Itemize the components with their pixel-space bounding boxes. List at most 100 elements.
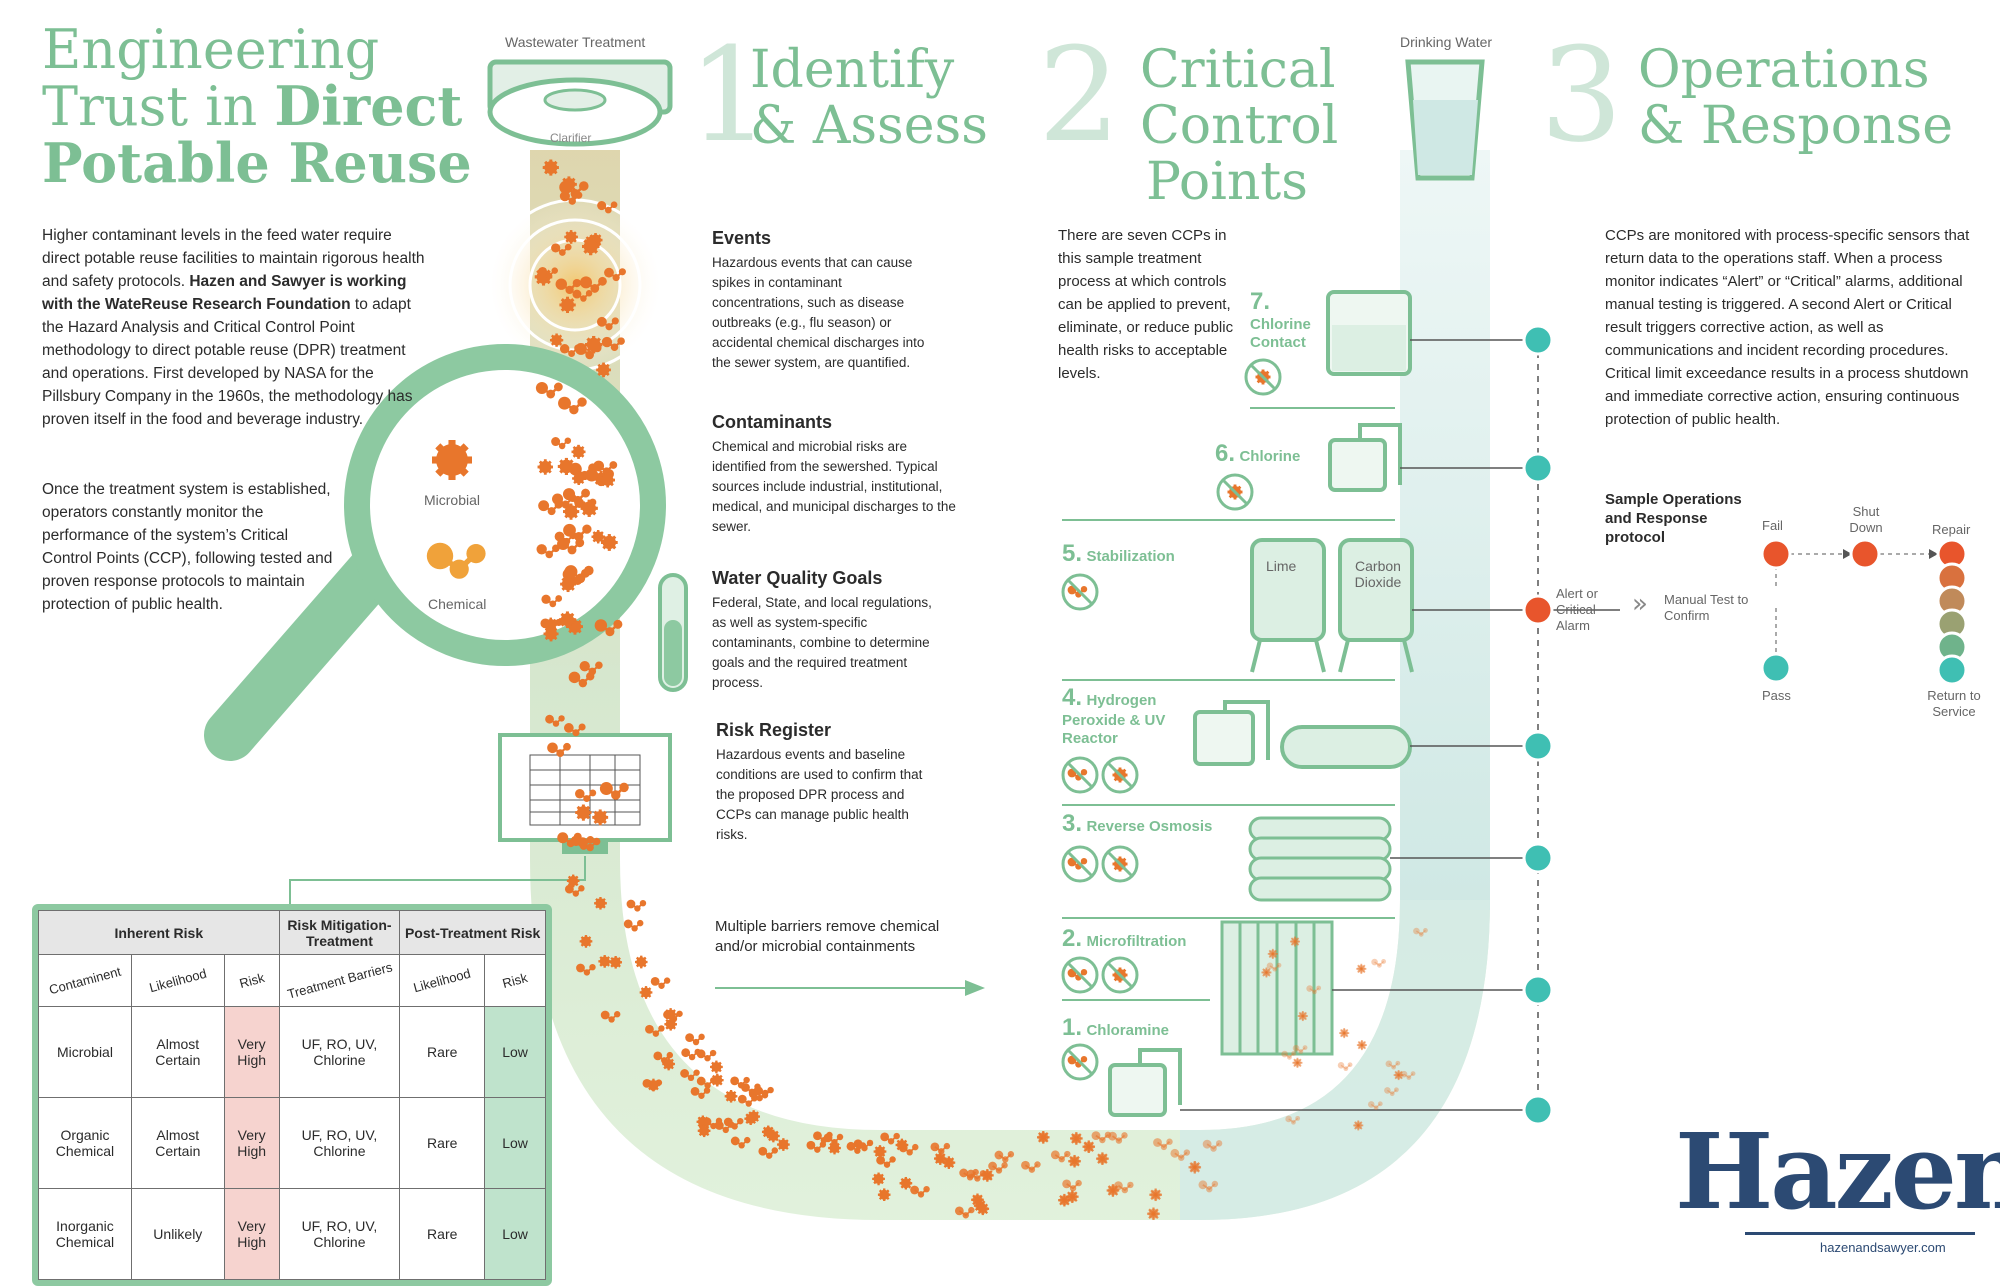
chemical-molecule-icon (536, 544, 560, 559)
microbial-gear-icon (600, 472, 615, 488)
title-line-1: Engineering (42, 18, 380, 81)
chemical-molecule-icon (1266, 962, 1282, 972)
ccp-1-number: 1. (1062, 1014, 1083, 1041)
cell-post-likelihood: Rare (399, 1188, 486, 1280)
chemical-molecule-icon (1371, 958, 1386, 968)
contaminant-particles (534, 159, 1428, 1221)
microbial-gear-icon (600, 534, 618, 551)
alert-label: Alert or Critical Alarm (1556, 586, 1598, 633)
chemical-molecule-icon (552, 493, 577, 509)
chemical-molecule-icon (577, 837, 601, 852)
wastewater-label: Wastewater Treatment (505, 34, 646, 50)
section-1-number: 1 (688, 19, 771, 171)
intro-paragraph-2: Once the treatment system is established… (42, 481, 333, 613)
return-to-service-label: Return to Service (1927, 688, 1981, 719)
microbial-gear-icon (594, 897, 607, 910)
test-tube-icon (658, 573, 688, 692)
stabilization-tanks-icon (1250, 538, 1414, 673)
ccp-3-number: 3. (1062, 810, 1083, 837)
ccp7-sensor-dot (1522, 324, 1554, 356)
chemical-molecule-icon (1385, 1060, 1401, 1070)
chemical-molecule-icon (966, 1169, 987, 1182)
chemical-molecule-icon (1384, 1087, 1399, 1097)
chemical-molecule-icon (846, 1141, 867, 1154)
section-2-line-3: Points (1146, 152, 1308, 212)
lime-tank-label: Lime (1266, 558, 1297, 574)
microbial-gear-icon (761, 1125, 775, 1139)
col-likelihood: Likelihood (147, 965, 209, 996)
microbial-gear-icon (1393, 1070, 1404, 1081)
chemical-molecule-icon (538, 266, 558, 280)
microbial-gear-icon (1289, 936, 1300, 947)
risk-register-table: Inherent Risk Risk Mitigation-Treatment … (38, 910, 546, 1280)
ccp-2-number: 2. (1062, 925, 1083, 952)
ccp-4-name: Hydrogen Peroxide & UV Reactor (1062, 692, 1166, 747)
shut-down-label: Shut Down (1849, 504, 1883, 535)
microbial-gear-icon (664, 1018, 677, 1031)
chemical-molecule-icon (1062, 1179, 1082, 1192)
chemical-molecule-icon (754, 1086, 774, 1099)
microbial-gear-icon (873, 1145, 887, 1158)
chemical-molecule-icon (1050, 1150, 1071, 1163)
ccp4-sensor-dot (1522, 730, 1554, 762)
microbial-gear-icon (1082, 1140, 1096, 1153)
microbial-gear-icon (934, 1152, 947, 1165)
microbial-gear-icon (1037, 1131, 1050, 1144)
chemical-molecule-icon (696, 1076, 717, 1089)
microbial-gear-icon (566, 874, 580, 888)
microbial-gear-icon (571, 444, 586, 459)
microbial-gear-icon (1353, 1120, 1364, 1131)
microbial-gear-icon (596, 362, 611, 378)
hazen-logo: Hazen (1675, 1110, 2000, 1233)
website-link[interactable]: hazenandsawyer.com (1820, 1240, 1946, 1255)
ccp-1: 1. Chloramine (1062, 1014, 1169, 1042)
chlorine-contact-tank-icon (1326, 290, 1412, 376)
chemical-molecule-icon (551, 437, 572, 450)
events-block: Events Hazardous events that can cause s… (712, 228, 937, 373)
section-3-line-1: Operations (1638, 40, 1930, 100)
clarifier-label: Clarifier (550, 131, 592, 145)
events-heading: Events (712, 228, 772, 248)
fail-label: Fail (1762, 518, 1783, 533)
risk-register-heading: Risk Register (716, 720, 832, 740)
col-post-risk: Risk (500, 969, 530, 992)
microbial-gear-icon (1292, 1057, 1303, 1068)
ccp5-sensor-dot (1522, 594, 1554, 626)
chemical-molecule-icon (910, 1185, 930, 1198)
title-line-2-bold: Direct (274, 74, 463, 138)
microbial-gear-icon (1147, 1207, 1160, 1221)
cell-post-likelihood: Rare (399, 1097, 486, 1189)
microbial-gear-icon (557, 457, 575, 475)
chemical-molecule-icon (806, 1140, 827, 1153)
microbial-gear-icon (609, 956, 622, 969)
ccp6-sensor-dot (1522, 452, 1554, 484)
microbial-gear-icon (543, 626, 559, 642)
col-treatment-barriers: Treatment Barriers (285, 959, 394, 1002)
ccp-1-name: Chloramine (1086, 1022, 1169, 1039)
chemical-molecule-icon (1202, 1139, 1223, 1152)
microbial-gear-icon (1261, 967, 1272, 978)
ccp-2-name: Microfiltration (1086, 933, 1187, 950)
barriers-text: Multiple barriers remove chemical and/or… (715, 918, 940, 955)
sample-protocol-heading: Sample Operations and Response protocol (1605, 491, 1742, 546)
microbial-gear-icon (537, 459, 553, 475)
microbial-gear-icon (899, 1176, 913, 1190)
chemical-molecule-icon (876, 1155, 896, 1168)
chemical-molecule-icon (1400, 1070, 1416, 1080)
magnifier-contaminant-icons (426, 440, 486, 579)
table-row: Inorganic Chemical Unlikely Very High UF… (38, 1188, 546, 1280)
microbial-gear-icon (724, 1090, 738, 1103)
section-2-number: 2 (1038, 19, 1121, 171)
cell-risk-low: Low (484, 1006, 546, 1098)
water-quality-block: Water Quality Goals Federal, State, and … (712, 568, 944, 693)
ccp-6-name: Chlorine (1239, 448, 1301, 465)
section-2-line-1: Critical (1140, 40, 1336, 100)
table-column-header-row: Contaminent Likelihood Risk Treatment Ba… (38, 954, 546, 1007)
chemical-molecule-icon (696, 1049, 717, 1062)
chemical-molecule-icon (564, 565, 594, 584)
risk-register-block: Risk Register Hazardous events and basel… (716, 720, 941, 845)
chemical-molecule-icon (541, 594, 563, 608)
ccp3-sensor-dot (1522, 842, 1554, 874)
chemical-molecule-icon (813, 1131, 833, 1144)
